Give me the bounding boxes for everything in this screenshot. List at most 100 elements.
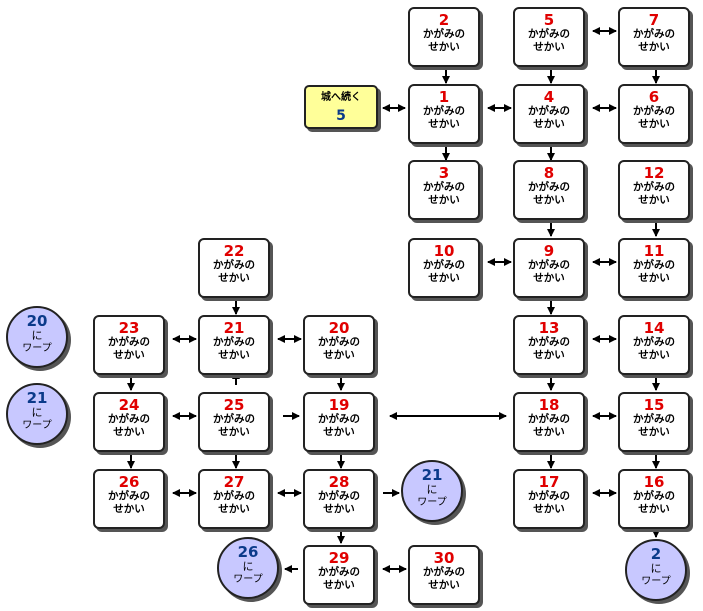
warp-label: ワープ [22, 420, 52, 431]
room-number: 26 [118, 473, 140, 491]
room-number: 28 [328, 473, 350, 491]
room-name: かがみのせかい [423, 566, 465, 591]
room-number: 17 [538, 473, 560, 491]
warp-ni: に [650, 562, 662, 575]
warp-number: 21 [421, 466, 443, 484]
room-number: 11 [643, 242, 665, 260]
room-name: かがみのせかい [633, 105, 675, 130]
room-number: 12 [643, 164, 665, 182]
room-number: 10 [433, 242, 455, 260]
room-name: かがみのせかい [423, 259, 465, 284]
room-name: かがみのせかい [528, 413, 570, 438]
room-name: かがみのせかい [318, 336, 360, 361]
room-number: 18 [538, 396, 560, 414]
room-number: 6 [648, 88, 660, 106]
warp-ni: に [242, 560, 254, 573]
room-number: 2 [438, 11, 450, 29]
room-name: かがみのせかい [108, 490, 150, 515]
room-number: 13 [538, 319, 560, 337]
room-name: かがみのせかい [528, 490, 570, 515]
room-number: 7 [648, 11, 660, 29]
room-name: かがみのせかい [423, 105, 465, 130]
room-number: 25 [223, 396, 245, 414]
room-number: 16 [643, 473, 665, 491]
room-name: かがみのせかい [633, 28, 675, 53]
room-name: かがみのせかい [528, 28, 570, 53]
room-number: 9 [543, 242, 555, 260]
room-name: かがみのせかい [213, 259, 255, 284]
room-name: かがみのせかい [213, 490, 255, 515]
warp-ni: に [426, 483, 438, 496]
room-number: 23 [118, 319, 140, 337]
room-number: 8 [543, 164, 555, 182]
room-name: かがみのせかい [528, 336, 570, 361]
warp-number: 26 [237, 543, 259, 561]
room-name: かがみのせかい [633, 181, 675, 206]
room-number: 24 [118, 396, 140, 414]
room-name: かがみのせかい [528, 259, 570, 284]
room-number: 14 [643, 319, 665, 337]
warp-label: ワープ [641, 576, 671, 587]
start-box-number: 5 [336, 108, 346, 124]
warp-label: ワープ [22, 343, 52, 354]
room-name: かがみのせかい [528, 181, 570, 206]
room-number: 20 [328, 319, 350, 337]
room-name: かがみのせかい [213, 413, 255, 438]
room-number: 19 [328, 396, 350, 414]
warp-number: 21 [26, 389, 48, 407]
room-name: かがみのせかい [633, 413, 675, 438]
room-name: かがみのせかい [423, 28, 465, 53]
room-number: 21 [223, 319, 245, 337]
room-name: かがみのせかい [318, 490, 360, 515]
warp-ni: に [31, 329, 43, 342]
room-number: 29 [328, 549, 350, 567]
room-number: 22 [223, 242, 245, 260]
room-name: かがみのせかい [423, 181, 465, 206]
start-box[interactable]: 城へ続く 5 [304, 85, 378, 129]
room-name: かがみのせかい [108, 336, 150, 361]
room-name: かがみのせかい [108, 413, 150, 438]
room-number: 15 [643, 396, 665, 414]
room-name: かがみのせかい [528, 105, 570, 130]
room-number: 5 [543, 11, 555, 29]
warp-label: ワープ [417, 497, 447, 508]
warp-number: 20 [26, 312, 48, 330]
warp-ni: に [31, 406, 43, 419]
